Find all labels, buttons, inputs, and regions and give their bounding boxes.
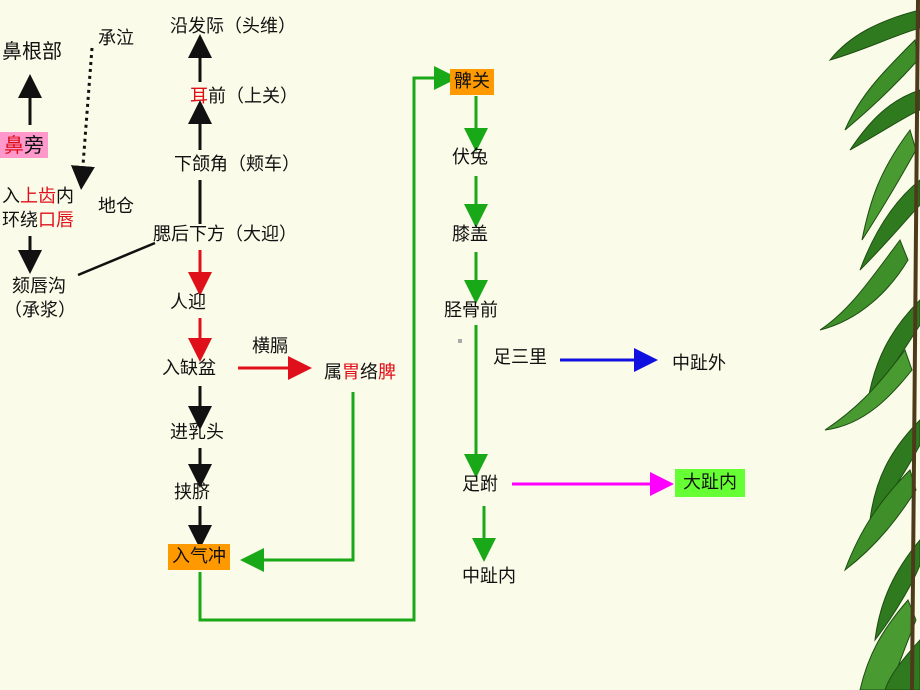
node-erqian: 耳前（上关） <box>190 86 298 108</box>
node-erqian-part2: 前（上关） <box>208 86 298 107</box>
node-futu: 伏兔 <box>452 147 488 168</box>
node-bipang: 鼻旁 <box>0 132 48 158</box>
node-shuwei-part2: 胃 <box>342 362 360 383</box>
small-marker <box>458 339 462 343</box>
node-biguan: 髀关 <box>450 69 494 95</box>
node-chengqi: 承泣 <box>98 28 134 49</box>
node-dicang: 地仓 <box>98 196 134 217</box>
node-saihou: 腮后下方（大迎） <box>153 224 297 245</box>
node-ruqichong: 入气冲 <box>168 544 230 570</box>
bamboo-leaves-decoration <box>790 0 920 690</box>
node-bipang-part1: 鼻 <box>4 133 24 157</box>
node-zufu: 足跗 <box>462 474 498 495</box>
node-zusanli: 足三里 <box>493 347 547 368</box>
node-yanfaji: 沿发际（头维） <box>170 16 296 37</box>
node-shuwei-part3: 络 <box>360 362 378 383</box>
node-ruchi: 入上齿内 <box>2 186 74 208</box>
path-ruqichong-to-biguan <box>198 66 458 622</box>
node-erqian-part1: 耳 <box>190 86 208 107</box>
label-hengge: 横膈 <box>252 336 288 357</box>
node-kechungou: 颏唇沟 <box>12 276 66 297</box>
node-jinggu: 胫骨前 <box>444 300 498 321</box>
node-zhongzhinei: 中趾内 <box>462 566 516 587</box>
node-rujuepen: 入缺盆 <box>162 358 216 379</box>
node-dazhinei: 大趾内 <box>675 469 745 497</box>
node-zhongzhiwai: 中趾外 <box>672 353 726 374</box>
node-huanrao-part1: 环绕 <box>2 210 38 231</box>
node-renying: 人迎 <box>170 292 206 313</box>
node-ruchi-part2: 上齿 <box>20 186 56 207</box>
node-shuwei-part4: 脾 <box>378 362 396 383</box>
path-shuwei-to-ruqichong <box>240 392 355 572</box>
node-xigai: 膝盖 <box>452 224 488 245</box>
node-huanrao-part2: 口唇 <box>38 210 74 231</box>
line-kechungou-to-saihou <box>77 241 156 277</box>
node-bipang-part2: 旁 <box>24 133 44 157</box>
node-bigenbu: 鼻根部 <box>2 39 62 63</box>
node-ruchi-part3: 内 <box>56 186 74 207</box>
node-xiahanjiao: 下颌角（颊车） <box>174 154 300 175</box>
node-chengjiang: （承浆） <box>4 300 76 321</box>
node-shuwei: 属胃络脾 <box>324 362 396 384</box>
dotted-chengqi-to-dicang <box>70 47 95 190</box>
node-ruchi-part1: 入 <box>2 186 20 207</box>
node-jiaqi: 挟脐 <box>174 482 210 503</box>
node-jinrutou: 进乳头 <box>170 422 224 443</box>
node-huanrao: 环绕口唇 <box>2 210 74 232</box>
node-shuwei-part1: 属 <box>324 362 342 383</box>
